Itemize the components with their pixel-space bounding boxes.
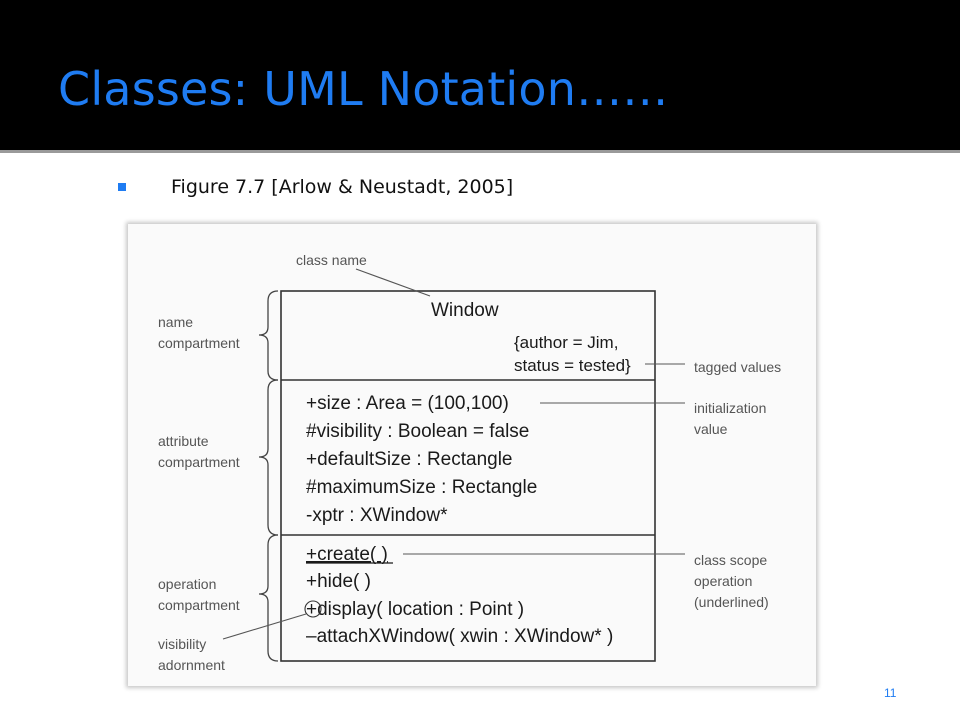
- annotation-visibility-adornment-2: adornment: [158, 657, 225, 673]
- class-name: Window: [431, 300, 499, 321]
- annotation-tagged-values: tagged values: [694, 359, 781, 375]
- title-divider: [0, 150, 960, 153]
- tagged-value-line-2: status = tested}: [514, 356, 631, 375]
- annotation-attribute-compartment-1: attribute: [158, 433, 209, 449]
- uml-class-diagram: Window {author = Jim, status = tested} +…: [158, 252, 781, 673]
- visibility-circle-icon: [304, 600, 322, 618]
- attribute-row: +defaultSize : Rectangle: [306, 449, 513, 470]
- annotation-class-name: class name: [296, 252, 367, 268]
- class-name-leader: [355, 268, 431, 297]
- slide-title: Classes: UML Notation……: [58, 62, 669, 116]
- title-bar: Classes: UML Notation……: [0, 0, 960, 150]
- bullet-text: Figure 7.7 [Arlow & Neustadt, 2005]: [171, 176, 514, 198]
- attribute-row: -xptr : XWindow*: [306, 505, 448, 526]
- annotation-operation-compartment-2: compartment: [158, 597, 240, 613]
- bullet-icon: [118, 183, 126, 191]
- uml-figure: Window {author = Jim, status = tested} +…: [128, 224, 816, 686]
- operation-row: +hide( ): [306, 571, 371, 592]
- attribute-row: #visibility : Boolean = false: [306, 421, 529, 442]
- annotation-name-compartment-2: compartment: [158, 335, 240, 351]
- operation-row: +display( location : Point ): [306, 599, 524, 620]
- operation-row: –attachXWindow( xwin : XWindow* ): [306, 626, 613, 647]
- annotation-attribute-compartment-2: compartment: [158, 454, 240, 470]
- annotation-name-compartment-1: name: [158, 314, 193, 330]
- annotation-class-scope-1: class scope: [694, 552, 767, 568]
- operation-compartment-brace: [258, 534, 279, 662]
- annotation-class-scope-2: operation: [694, 573, 752, 589]
- operation-row-underlined: +create( ): [306, 544, 388, 565]
- visibility-leader: [222, 613, 307, 640]
- annotation-initialization-1: initialization: [694, 400, 766, 416]
- name-compartment-brace: [258, 290, 279, 381]
- attribute-compartment-brace: [258, 379, 279, 536]
- attribute-row: #maximumSize : Rectangle: [306, 477, 537, 498]
- annotation-operation-compartment-1: operation: [158, 576, 216, 592]
- page-number: 11: [884, 686, 897, 700]
- tagged-value-line-1: {author = Jim,: [514, 333, 618, 352]
- annotation-class-scope-3: (underlined): [694, 594, 769, 610]
- annotation-initialization-2: value: [694, 421, 728, 437]
- annotation-visibility-adornment-1: visibility: [158, 636, 206, 652]
- class-box: [280, 290, 656, 662]
- attribute-row: +size : Area = (100,100): [306, 393, 509, 414]
